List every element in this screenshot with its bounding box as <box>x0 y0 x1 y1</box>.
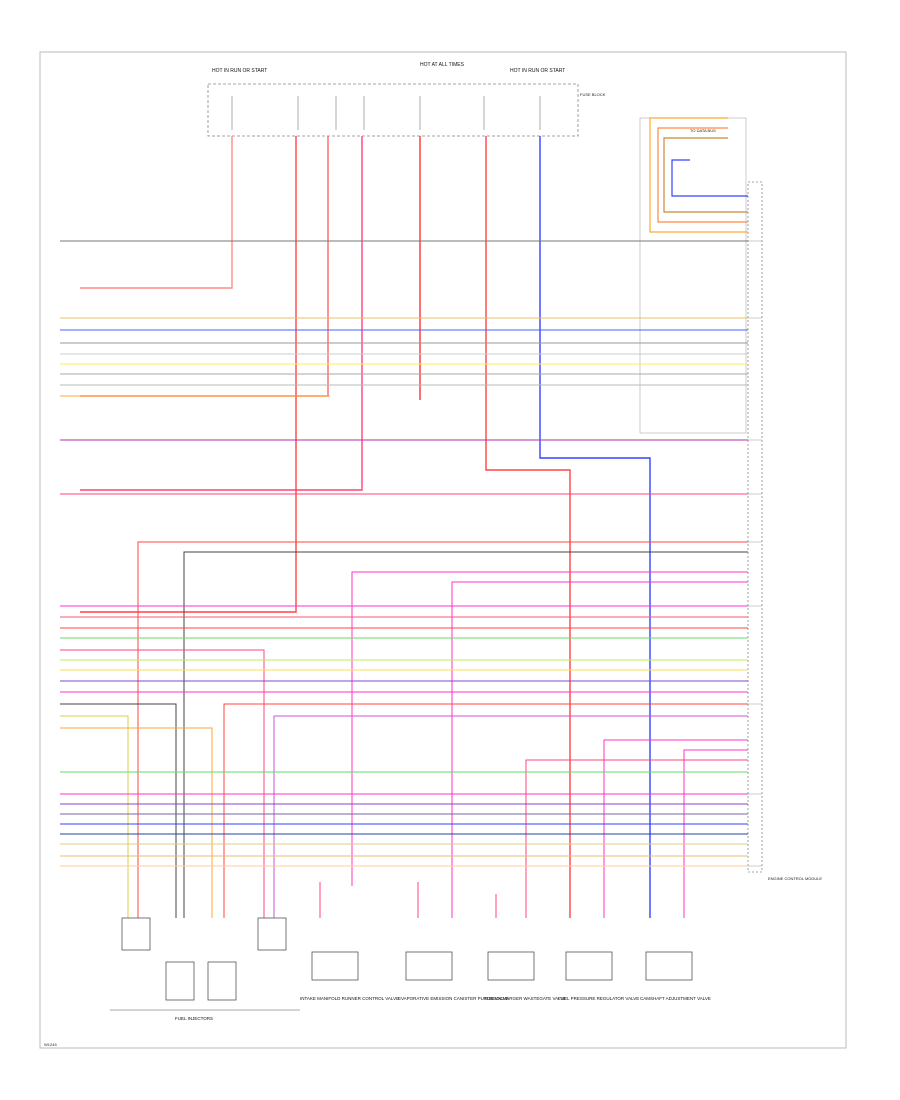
wire-bundle-upper <box>60 240 748 495</box>
camshaft-valve-label: CAMSHAFT ADJUSTMENT VALVE <box>640 996 711 1001</box>
turbo-valve-box <box>487 951 535 981</box>
fuel-pressure-valve-label: FUEL PRESSURE REGULATOR VALVE <box>558 996 639 1001</box>
fuel-injectors: FUEL INJECTORS <box>110 917 300 1021</box>
intake-valve-box <box>311 951 359 981</box>
injector-2 <box>165 961 195 1001</box>
turbo-valve-label: TURBOCHARGER WASTEGATE VALVE <box>484 996 566 1001</box>
fuse-box-label-3: HOT IN RUN OR START <box>510 68 565 74</box>
fuse-vertical-wires <box>80 136 651 918</box>
footer-code: W1245 <box>44 1042 57 1047</box>
fuel-pressure-valve-box <box>565 951 613 981</box>
fuse-box-label-2: HOT AT ALL TIMES <box>420 62 465 68</box>
evap-valve-box <box>405 951 453 981</box>
fuse-box-center-label: FUSE BLOCK <box>580 92 606 97</box>
injectors-label: FUEL INJECTORS <box>175 1016 213 1021</box>
bus-lines <box>649 117 748 233</box>
component-wires <box>319 882 497 918</box>
valve-components: INTAKE MANIFOLD RUNNER CONTROL VALVE EVA… <box>300 951 711 1001</box>
injector-3 <box>207 961 237 1001</box>
diagram-frame <box>39 51 847 1049</box>
injector-1-connector <box>121 917 151 951</box>
fuse-box <box>207 83 579 137</box>
ecm-connector-strip <box>747 181 763 873</box>
ecm-pin-ticks <box>748 240 762 867</box>
camshaft-valve-box <box>645 951 693 981</box>
evap-valve-label: EVAPORATIVE EMISSION CANISTER PURGE VALV… <box>398 996 509 1001</box>
injector-4-connector <box>257 917 287 951</box>
fuse-symbols <box>231 96 541 130</box>
wire-bundle-lower <box>60 541 748 918</box>
intake-valve-label: INTAKE MANIFOLD RUNNER CONTROL VALVE <box>300 996 399 1001</box>
bus-label: TO DATA BUS <box>690 128 716 133</box>
data-bus-box <box>639 117 747 434</box>
fuse-box-label-1: HOT IN RUN OR START <box>212 68 267 74</box>
ecm-label: ENGINE CONTROL MODULE <box>768 876 822 881</box>
